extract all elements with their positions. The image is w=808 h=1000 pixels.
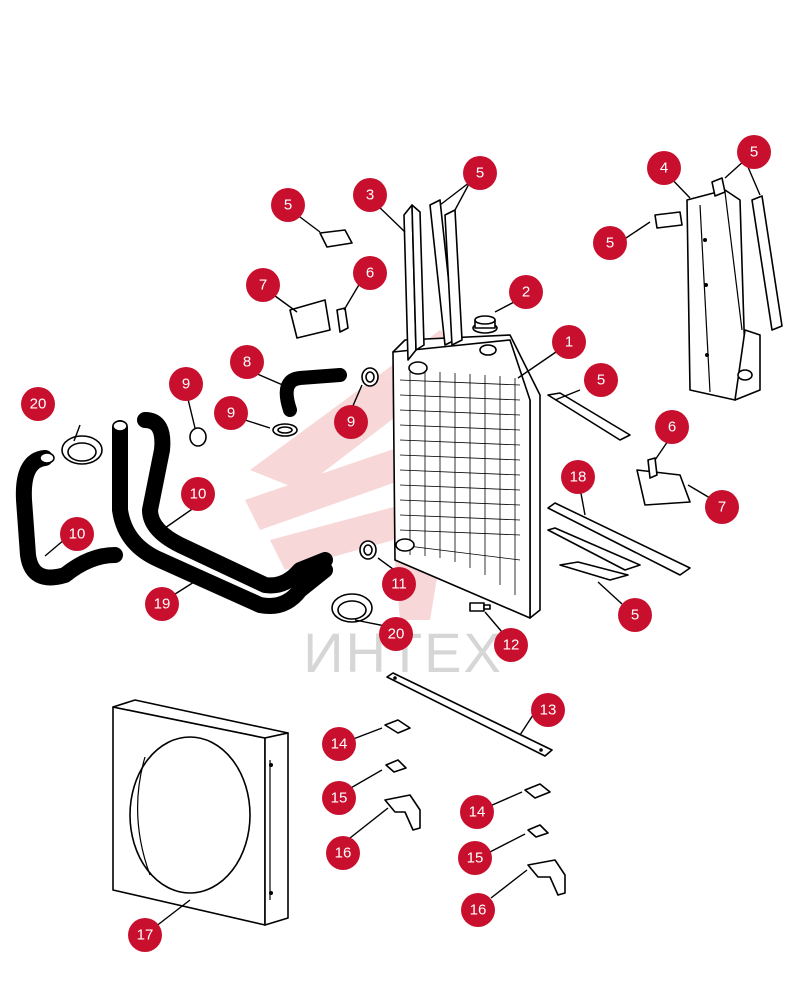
callout-9: 9 <box>334 405 368 439</box>
side-support-left <box>403 204 425 361</box>
callout-18: 18 <box>561 460 595 494</box>
svg-text:5: 5 <box>597 372 605 389</box>
callout-14: 14 <box>322 727 356 761</box>
svg-text:5: 5 <box>284 197 292 214</box>
upper-hose-elbow <box>279 368 347 417</box>
svg-text:16: 16 <box>470 902 487 919</box>
callout-5: 5 <box>271 188 305 222</box>
svg-text:5: 5 <box>606 235 614 252</box>
svg-text:17: 17 <box>137 927 154 944</box>
fan-shroud <box>112 699 289 926</box>
svg-text:1: 1 <box>565 334 573 351</box>
spacer-block <box>319 211 683 581</box>
callout-15: 15 <box>458 841 492 875</box>
svg-text:6: 6 <box>668 419 676 436</box>
callout-10: 10 <box>60 517 94 551</box>
svg-text:10: 10 <box>69 526 86 543</box>
hose-clamp <box>189 367 379 560</box>
svg-text:19: 19 <box>154 596 171 613</box>
svg-text:4: 4 <box>660 160 668 177</box>
svg-text:9: 9 <box>227 405 235 422</box>
bypass-hose <box>112 412 333 614</box>
callout-8: 8 <box>230 345 264 379</box>
callout-3: 3 <box>353 178 387 212</box>
callout-2: 2 <box>509 275 543 309</box>
callout-5: 5 <box>584 363 618 397</box>
callout-9: 9 <box>169 367 203 401</box>
radiator-cap <box>472 315 498 334</box>
svg-text:6: 6 <box>366 265 374 282</box>
svg-text:20: 20 <box>388 626 405 643</box>
svg-text:20: 20 <box>30 396 47 413</box>
svg-text:5: 5 <box>476 165 484 182</box>
washer <box>385 759 549 838</box>
bottom-channel <box>547 502 691 576</box>
callout-19: 19 <box>145 587 179 621</box>
drain-cock <box>469 602 491 612</box>
callout-17: 17 <box>128 918 162 952</box>
callout-5: 5 <box>463 156 497 190</box>
callout-5: 5 <box>737 135 771 169</box>
callout-13: 13 <box>531 693 565 727</box>
callout-14: 14 <box>460 795 494 829</box>
svg-text:14: 14 <box>469 804 486 821</box>
svg-text:11: 11 <box>391 576 407 593</box>
washer-pad <box>384 719 551 799</box>
mounting-bracket <box>289 299 691 506</box>
svg-text:14: 14 <box>331 736 348 753</box>
svg-text:10: 10 <box>190 486 207 503</box>
callout-16: 16 <box>326 836 360 870</box>
svg-text:15: 15 <box>331 790 348 807</box>
svg-text:2: 2 <box>522 284 530 301</box>
svg-text:3: 3 <box>366 187 374 204</box>
callout-4: 4 <box>647 151 681 185</box>
callout-5: 5 <box>593 226 627 260</box>
callout-20: 20 <box>379 617 413 651</box>
support-angle-bracket <box>384 794 566 896</box>
svg-text:15: 15 <box>467 850 484 867</box>
callout-6: 6 <box>353 256 387 290</box>
callout-20: 20 <box>21 387 55 421</box>
band-clamp <box>61 435 373 623</box>
svg-text:18: 18 <box>570 469 587 486</box>
callout-10: 10 <box>181 477 215 511</box>
side-support-right <box>686 177 783 401</box>
svg-text:9: 9 <box>182 376 190 393</box>
callout-12: 12 <box>494 628 528 662</box>
spacer-bar <box>429 199 463 346</box>
callout-9: 9 <box>214 396 248 430</box>
callout-7: 7 <box>246 268 280 302</box>
callout-7: 7 <box>705 490 739 524</box>
svg-text:5: 5 <box>750 144 758 161</box>
callout-16: 16 <box>461 893 495 927</box>
svg-text:7: 7 <box>718 499 726 516</box>
callout-15: 15 <box>322 781 356 815</box>
callout-1: 1 <box>552 325 586 359</box>
svg-text:7: 7 <box>259 277 267 294</box>
callout-11: 11 <box>382 567 416 601</box>
tie-rod <box>386 672 553 757</box>
lower-hose <box>15 450 123 586</box>
svg-text:8: 8 <box>243 354 251 371</box>
svg-text:13: 13 <box>540 702 557 719</box>
svg-text:16: 16 <box>335 845 352 862</box>
svg-text:9: 9 <box>347 414 355 431</box>
callout-6: 6 <box>655 410 689 444</box>
callout-5: 5 <box>618 598 652 632</box>
svg-text:12: 12 <box>503 637 520 654</box>
svg-text:5: 5 <box>631 607 639 624</box>
